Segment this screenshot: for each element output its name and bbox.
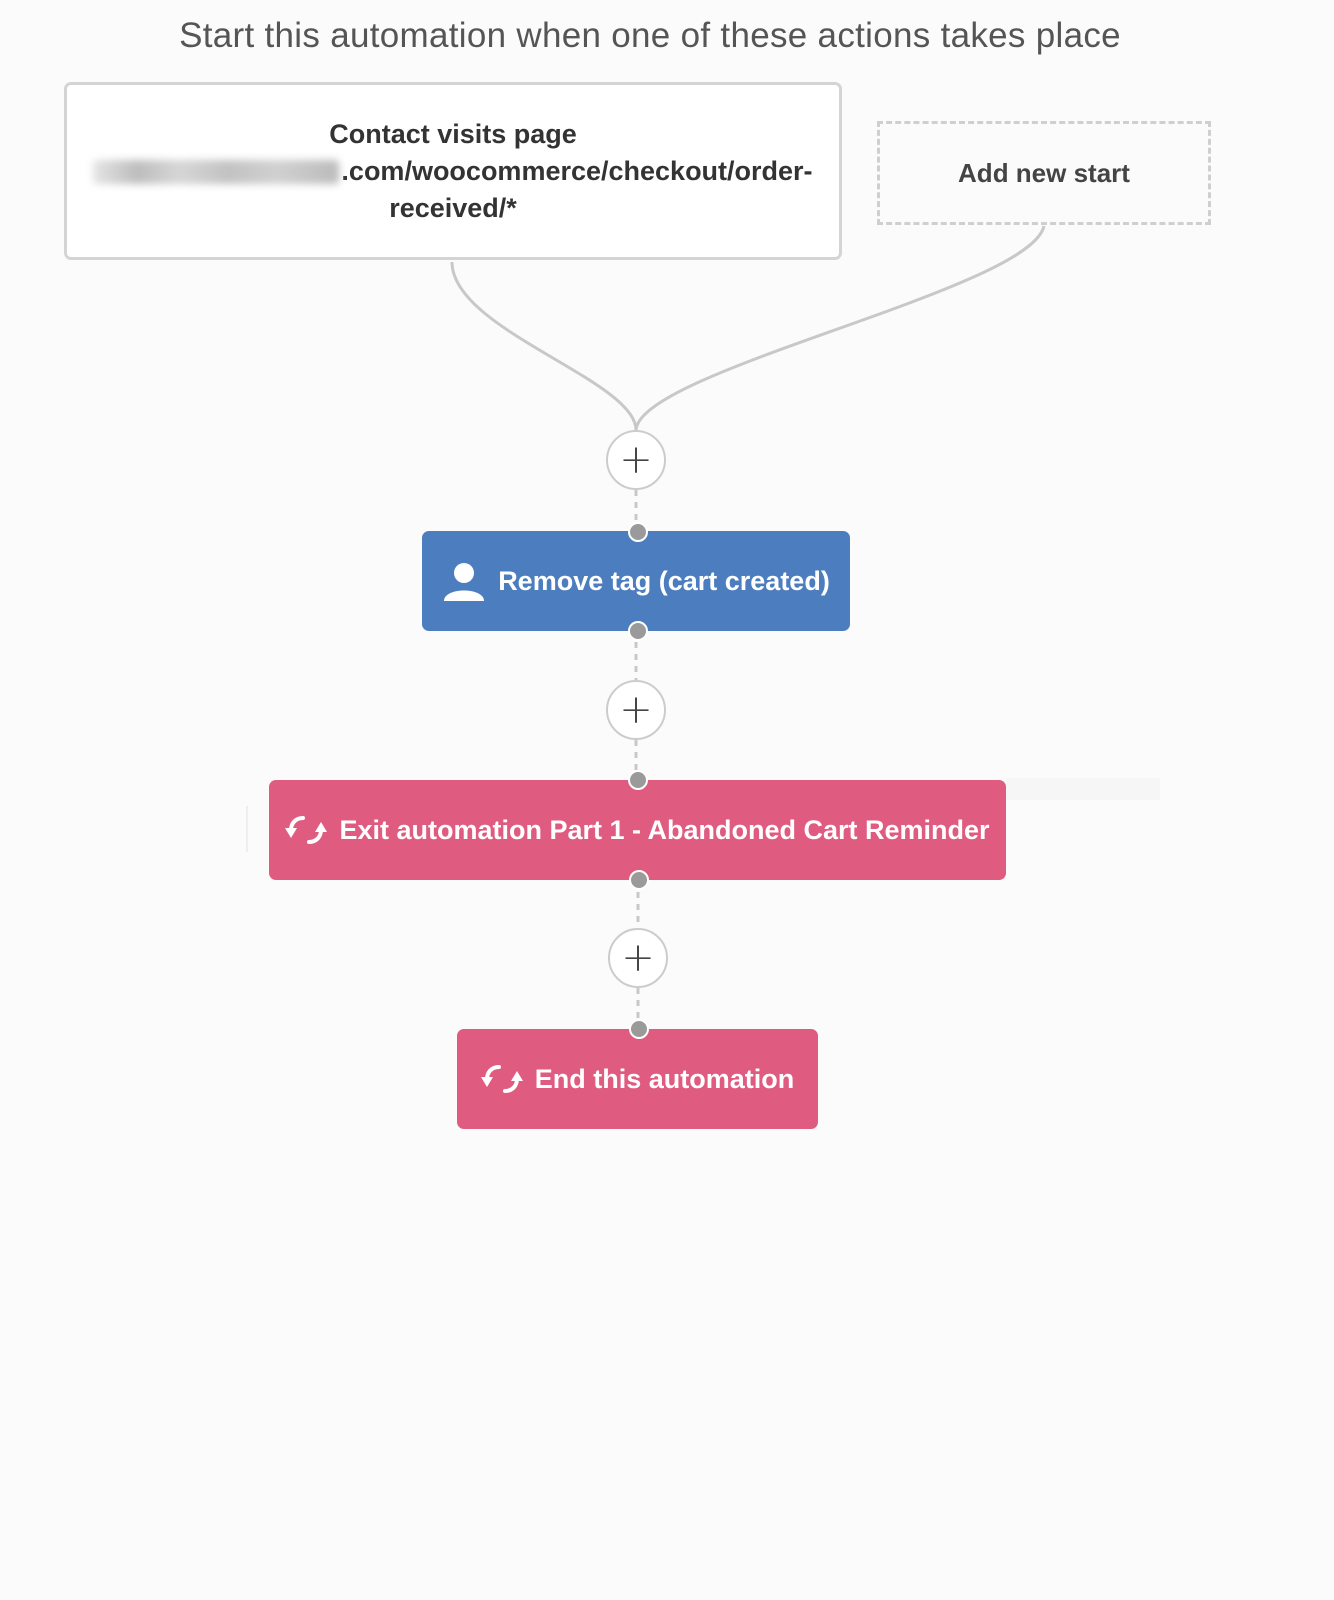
connector-node <box>629 870 649 890</box>
start-trigger-url-continued: received/* <box>389 192 517 223</box>
plus-icon: + <box>619 437 653 483</box>
start-trigger-url: .com/woocommerce/checkout/order- <box>93 153 813 190</box>
start-trigger-card[interactable]: Contact visits page .com/woocommerce/che… <box>64 82 842 260</box>
plus-icon: + <box>619 687 653 733</box>
connector-node <box>628 522 648 542</box>
add-step-button[interactable]: + <box>606 680 666 740</box>
divider <box>1006 778 1160 800</box>
action-exit-automation[interactable]: Exit automation Part 1 - Abandoned Cart … <box>269 780 1006 880</box>
add-new-start-label: Add new start <box>958 157 1130 188</box>
connector-node <box>628 770 648 790</box>
user-icon <box>442 559 486 603</box>
action-label: Remove tag (cart created) <box>498 565 830 596</box>
action-label: End this automation <box>534 1063 795 1094</box>
refresh-arrows-icon <box>480 1061 523 1097</box>
action-end-automation[interactable]: End this automation <box>457 1029 818 1129</box>
start-trigger-url-path: .com/woocommerce/checkout/order- <box>341 155 813 186</box>
refresh-arrows-icon <box>285 812 328 848</box>
start-connector-right <box>634 225 1046 431</box>
start-trigger-title: Contact visits page <box>329 118 577 149</box>
action-remove-tag[interactable]: Remove tag (cart created) <box>422 531 850 631</box>
add-new-start-button[interactable]: Add new start <box>877 121 1211 225</box>
connector-node <box>628 621 648 641</box>
plus-icon: + <box>621 935 655 981</box>
divider <box>246 806 248 852</box>
page-title: Start this automation when one of these … <box>179 16 1121 55</box>
redacted-domain <box>93 160 340 185</box>
add-step-button[interactable]: + <box>608 928 668 988</box>
connector-node <box>629 1019 649 1039</box>
action-label: Exit automation Part 1 - Abandoned Cart … <box>339 814 990 845</box>
start-connector-left <box>450 261 638 431</box>
add-step-button[interactable]: + <box>606 430 666 490</box>
